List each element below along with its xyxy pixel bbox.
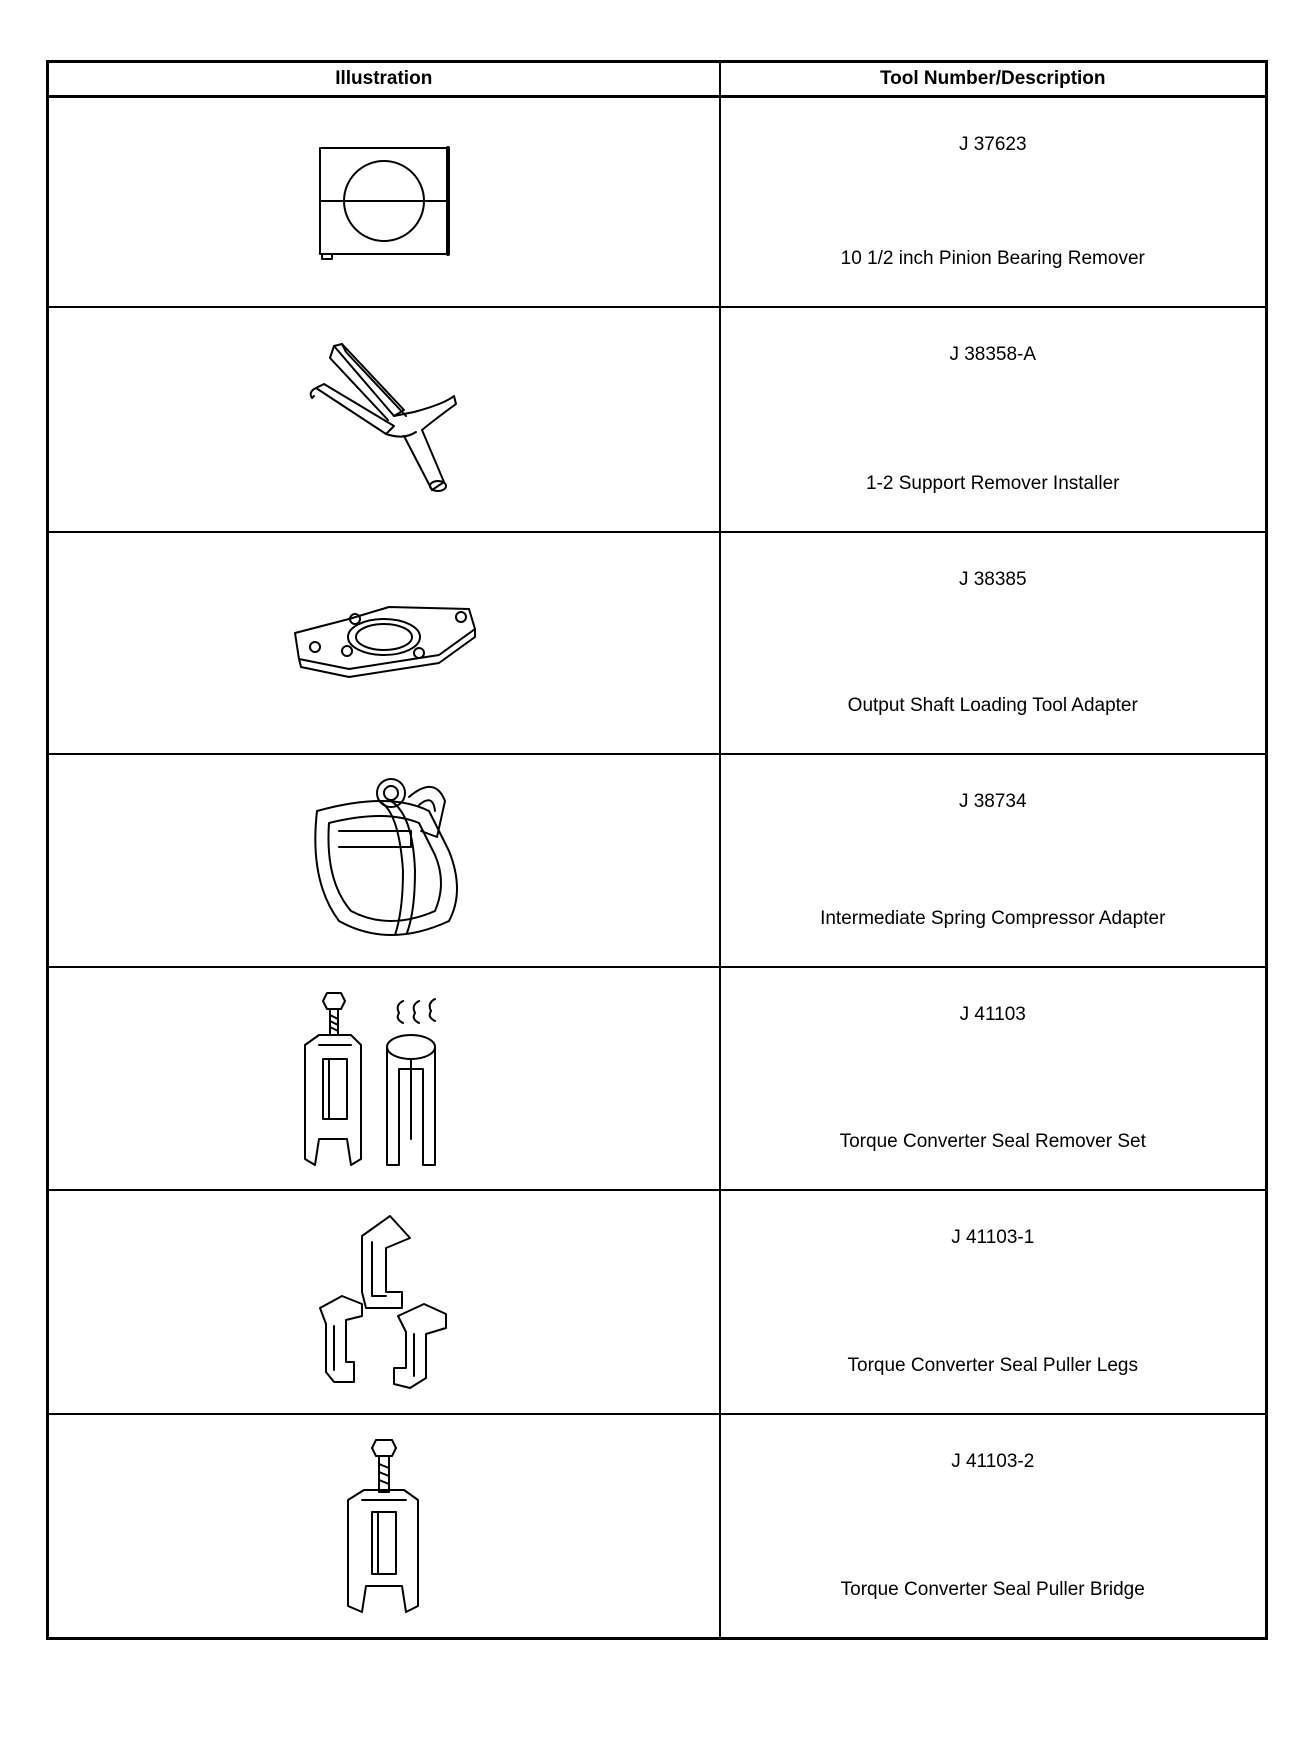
table-row: J 41103-2 Torque Converter Seal Puller B… (46, 1413, 1268, 1640)
illustration-cell (46, 1413, 721, 1640)
seal-puller-bridge-icon (346, 1439, 419, 1613)
spring-compressor-adapter-icon (314, 777, 458, 936)
support-remover-installer-icon (309, 342, 457, 492)
tool-description: Torque Converter Seal Remover Set (839, 1131, 1146, 1152)
table-row: J 38358-A 1-2 Support Remover Installer (46, 306, 1268, 533)
table-row: J 38385 Output Shaft Loading Tool Adapte… (46, 531, 1268, 755)
tool-number: J 38385 (958, 569, 1027, 590)
tool-number: J 38734 (958, 791, 1027, 812)
illustration-cell (46, 531, 721, 755)
table-row: J 37623 10 1/2 inch Pinion Bearing Remov… (46, 95, 1268, 308)
illustration-cell (46, 966, 721, 1191)
illustration-header: Illustration (46, 60, 721, 98)
description-cell: J 37623 10 1/2 inch Pinion Bearing Remov… (718, 95, 1268, 308)
output-shaft-adapter-icon (293, 606, 476, 678)
description-cell: J 38385 Output Shaft Loading Tool Adapte… (718, 531, 1268, 755)
tool-description: 10 1/2 inch Pinion Bearing Remover (840, 248, 1145, 269)
tool-number: J 41103-2 (951, 1451, 1035, 1472)
tool-description-header: Tool Number/Description (718, 60, 1268, 98)
tool-description: Intermediate Spring Compressor Adapter (820, 908, 1166, 929)
description-cell: J 41103-1 Torque Converter Seal Puller L… (718, 1189, 1268, 1415)
header-row: Illustration Tool Number/Description (46, 60, 1268, 98)
seal-puller-legs-icon (318, 1215, 447, 1389)
pinion-bearing-remover-icon (318, 146, 450, 260)
table-row: J 41103-1 Torque Converter Seal Puller L… (46, 1189, 1268, 1415)
table-row: J 41103 Torque Converter Seal Remover Se… (46, 966, 1268, 1191)
tools-table: Illustration Tool Number/Description J 3… (46, 60, 1268, 1640)
tool-number: J 41103 (959, 1004, 1026, 1025)
seal-remover-set-icon (303, 991, 436, 1166)
description-cell: J 38358-A 1-2 Support Remover Installer (718, 306, 1268, 533)
tool-number: J 37623 (958, 134, 1027, 155)
illustration-cell (46, 95, 721, 308)
tool-description: Output Shaft Loading Tool Adapter (847, 695, 1138, 716)
tool-number: J 41103-1 (951, 1227, 1035, 1248)
illustration-cell (46, 306, 721, 533)
tool-description: Torque Converter Seal Puller Bridge (840, 1579, 1145, 1600)
description-cell: J 38734 Intermediate Spring Compressor A… (718, 753, 1268, 968)
table-row: J 38734 Intermediate Spring Compressor A… (46, 753, 1268, 968)
illustration-cell (46, 753, 721, 968)
tool-number: J 38358-A (949, 344, 1037, 365)
tool-description: 1-2 Support Remover Installer (866, 473, 1120, 494)
description-cell: J 41103-2 Torque Converter Seal Puller B… (718, 1413, 1268, 1640)
tool-description: Torque Converter Seal Puller Legs (847, 1355, 1138, 1376)
illustration-cell (46, 1189, 721, 1415)
description-cell: J 41103 Torque Converter Seal Remover Se… (718, 966, 1268, 1191)
